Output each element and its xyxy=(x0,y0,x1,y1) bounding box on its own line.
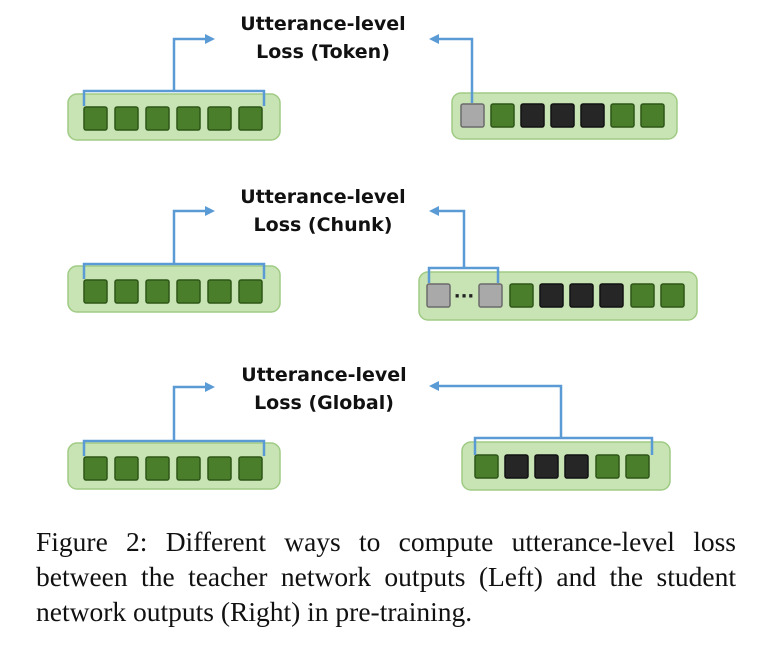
student-token-masked xyxy=(520,103,545,128)
student-token xyxy=(640,103,665,128)
student-tokens: ··· xyxy=(426,283,685,308)
student-output-chunk: ··· xyxy=(418,206,698,321)
student-bracket xyxy=(473,436,654,455)
student-arrow xyxy=(429,34,474,103)
student-token-masked xyxy=(564,454,589,479)
teacher-token xyxy=(176,106,201,131)
student-output-token xyxy=(429,34,678,140)
teacher-token xyxy=(83,456,108,481)
student-token xyxy=(595,454,620,479)
student-tokens xyxy=(474,454,650,479)
student-token xyxy=(474,454,499,479)
student-token xyxy=(660,283,685,308)
teacher-token xyxy=(176,456,201,481)
student-tokens xyxy=(460,103,665,128)
teacher-arrow xyxy=(172,206,215,264)
student-token xyxy=(630,283,655,308)
student-token-chunk-start xyxy=(426,283,451,308)
teacher-token xyxy=(114,456,139,481)
teacher-token xyxy=(145,456,170,481)
student-token-masked xyxy=(534,454,559,479)
loss-label-global-line2: Loss (Global) xyxy=(254,392,394,414)
loss-label-chunk-line1: Utterance-level xyxy=(240,186,405,208)
teacher-arrow xyxy=(172,382,215,441)
teacher-token xyxy=(114,279,139,304)
teacher-token xyxy=(83,279,108,304)
student-token xyxy=(625,454,650,479)
student-token-masked xyxy=(599,283,624,308)
teacher-arrow xyxy=(172,34,215,91)
loss-label-token-line2: Loss (Token) xyxy=(256,41,390,63)
teacher-token xyxy=(238,279,263,304)
figure-caption: Figure 2: Different ways to compute utte… xyxy=(36,526,736,627)
student-arrow xyxy=(429,206,466,268)
student-token xyxy=(610,103,635,128)
teacher-token xyxy=(83,106,108,131)
teacher-token xyxy=(176,279,201,304)
row-global: Utterance-level Loss (Global) xyxy=(67,364,671,491)
student-token-masked xyxy=(539,283,564,308)
loss-label-chunk-line2: Loss (Chunk) xyxy=(254,214,393,236)
teacher-token xyxy=(238,106,263,131)
loss-diagram: Utterance-level Loss (Token) xyxy=(67,13,698,491)
teacher-token xyxy=(207,456,232,481)
teacher-token xyxy=(145,106,170,131)
loss-label-token-line1: Utterance-level xyxy=(240,13,405,35)
teacher-token xyxy=(207,106,232,131)
loss-label-global-line1: Utterance-level xyxy=(241,364,406,386)
teacher-output-global xyxy=(67,382,281,490)
teacher-tokens xyxy=(83,279,263,304)
student-token xyxy=(490,103,515,128)
student-token-cls xyxy=(460,103,485,128)
student-token-masked xyxy=(504,454,529,479)
row-chunk: Utterance-level Loss (Chunk) ··· xyxy=(67,186,698,321)
student-output-global xyxy=(429,381,671,491)
teacher-token xyxy=(207,279,232,304)
teacher-token xyxy=(114,106,139,131)
teacher-tokens xyxy=(83,106,263,131)
ellipsis-text: ··· xyxy=(454,286,475,307)
student-arrow xyxy=(429,381,563,438)
teacher-output-token xyxy=(67,34,281,141)
teacher-output-chunk xyxy=(67,206,281,313)
row-token: Utterance-level Loss (Token) xyxy=(67,13,678,141)
teacher-token xyxy=(238,456,263,481)
student-token-masked xyxy=(550,103,575,128)
student-token-masked xyxy=(580,103,605,128)
teacher-token xyxy=(145,279,170,304)
teacher-tokens xyxy=(83,456,263,481)
student-token xyxy=(509,283,534,308)
student-token-masked xyxy=(569,283,594,308)
student-token-chunk-end xyxy=(478,283,503,308)
